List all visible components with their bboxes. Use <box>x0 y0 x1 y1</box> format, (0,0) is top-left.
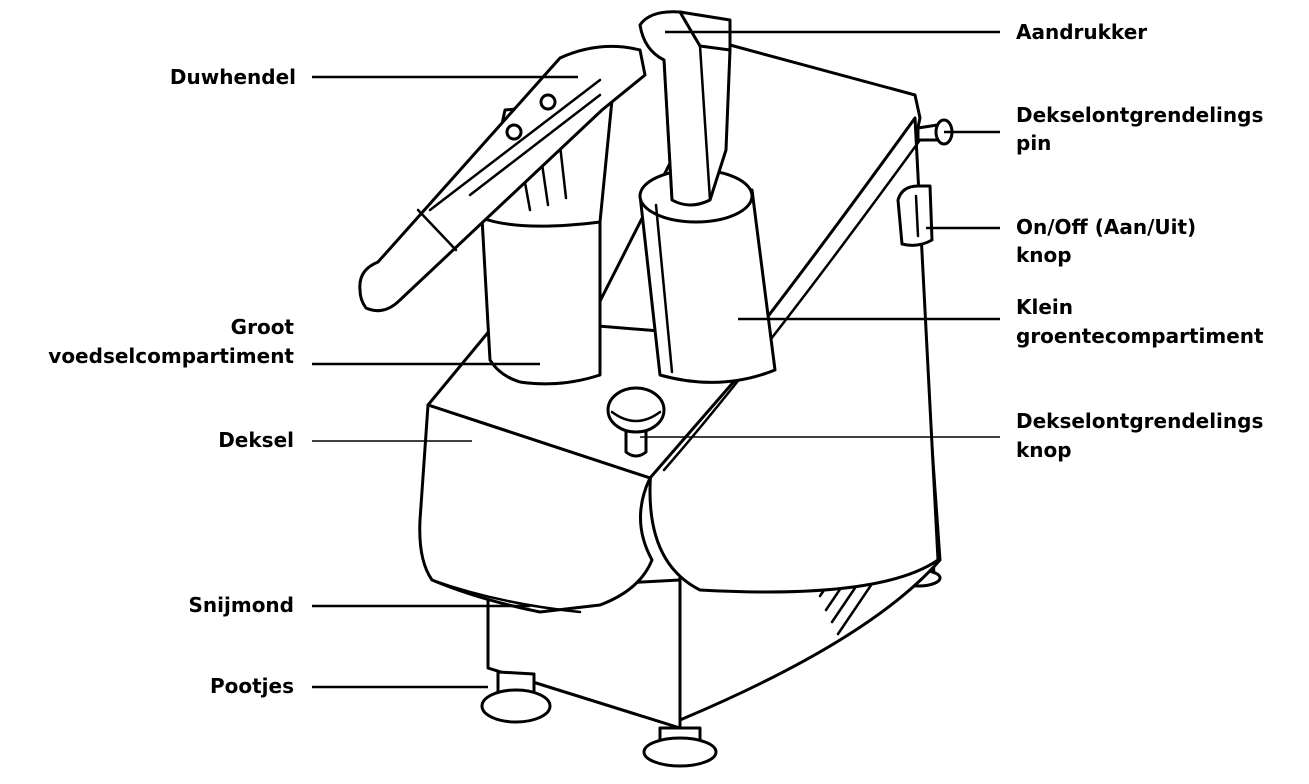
label-deksel: Deksel <box>218 428 294 452</box>
lid-release-knob <box>606 386 666 458</box>
label-pootjes: Pootjes <box>210 674 294 698</box>
label-knop-line2: knop <box>1016 438 1072 462</box>
onoff-switch <box>896 184 934 247</box>
label-klein-line1: Klein <box>1016 295 1073 319</box>
label-groot-line1: Groot <box>231 315 295 339</box>
label-groot-line2: voedselcompartiment <box>48 344 294 368</box>
small-compartment <box>638 168 777 384</box>
labels: Aandrukker Duwhendel Dekselontgrendeling… <box>48 20 1264 698</box>
label-snijmond: Snijmond <box>189 593 295 617</box>
label-pin-line1: Dekselontgrendelings <box>1016 103 1263 127</box>
label-pin-line2: pin <box>1016 131 1051 155</box>
machine-illustration <box>358 10 954 768</box>
foot-front-left <box>480 670 552 724</box>
foot-front-right <box>642 726 718 768</box>
label-aandrukker: Aandrukker <box>1016 20 1147 44</box>
label-duwhendel: Duwhendel <box>170 65 296 89</box>
label-knop-line1: Dekselontgrendelings <box>1016 409 1263 433</box>
push-lever <box>358 44 647 313</box>
cutting-mouth-shape <box>430 578 582 614</box>
lid-front <box>418 403 654 614</box>
label-onoff-line1: On/Off (Aan/Uit) <box>1016 215 1196 239</box>
label-onoff-line2: knop <box>1016 243 1072 267</box>
label-klein-line2: groentecompartiment <box>1016 324 1264 348</box>
pusher <box>638 10 732 207</box>
leader-lines <box>312 30 1000 689</box>
